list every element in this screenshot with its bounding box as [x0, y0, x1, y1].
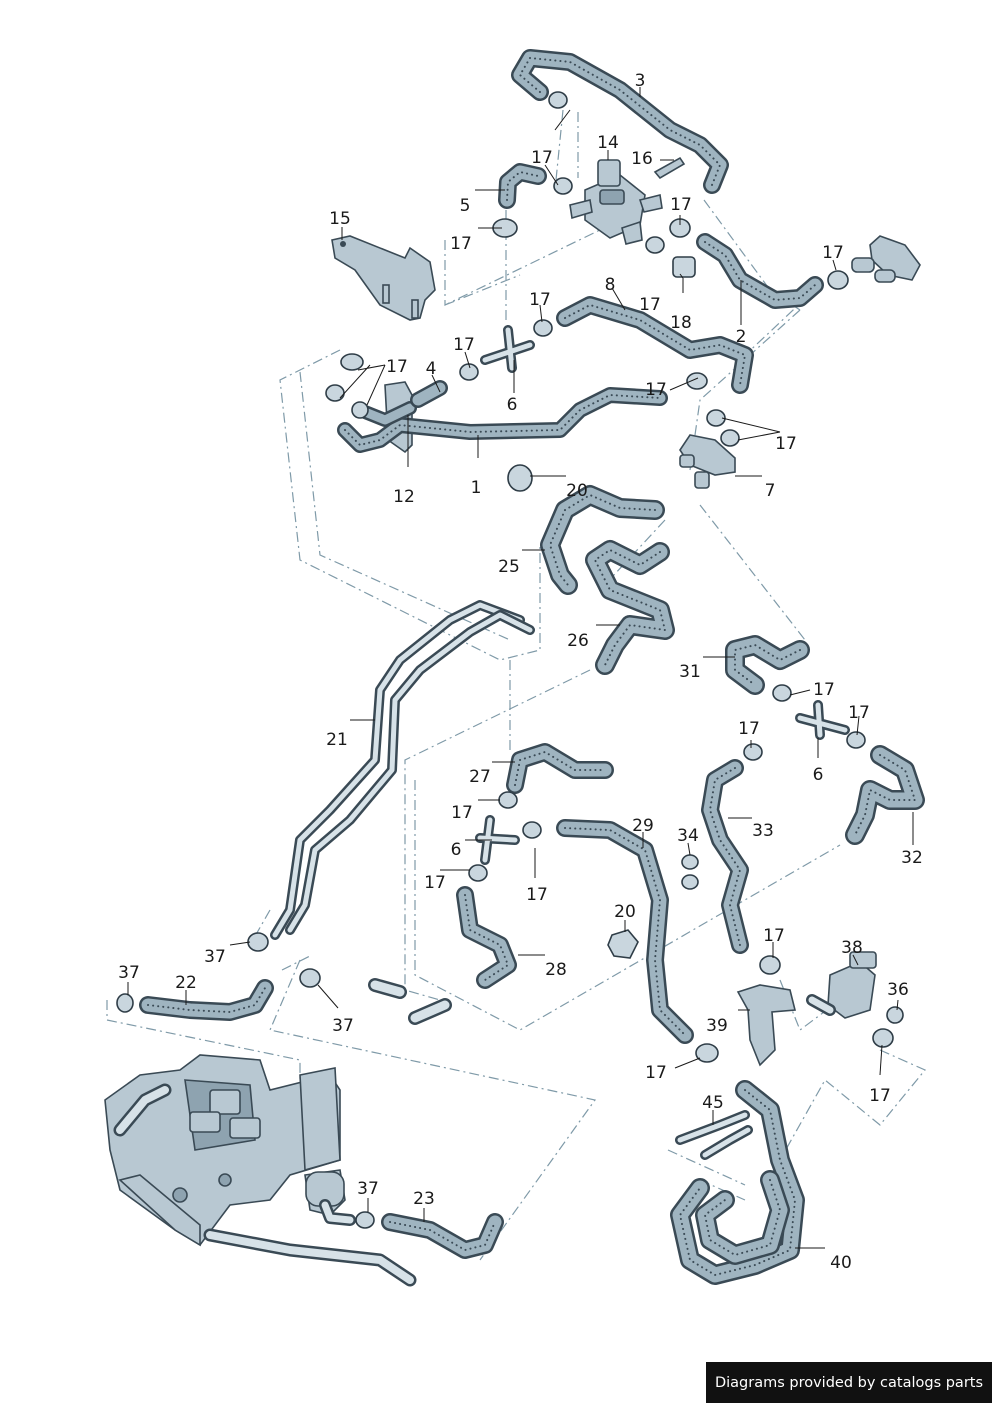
bracket-15 — [331, 235, 436, 321]
connector-45 — [675, 1110, 753, 1160]
callout-20: 20 — [614, 902, 636, 922]
callout-3: 3 — [635, 71, 646, 91]
hose-33 — [701, 759, 749, 954]
callout-21: 21 — [326, 730, 348, 750]
callout-1: 1 — [471, 478, 482, 498]
callout-17: 17 — [738, 719, 760, 739]
callout-39: 39 — [706, 1016, 728, 1036]
callout-23: 23 — [413, 1189, 435, 1209]
callout-6: 6 — [507, 395, 518, 415]
callout-40: 40 — [830, 1253, 852, 1273]
hose-23 — [381, 1213, 504, 1259]
pipe-21 — [270, 600, 535, 940]
callout-5: 5 — [460, 196, 471, 216]
hose-5 — [498, 163, 547, 209]
small-pump — [305, 1171, 356, 1226]
callout-17: 17 — [639, 295, 661, 315]
callout-17: 17 — [424, 873, 446, 893]
callout-45: 45 — [702, 1093, 724, 1113]
leader-lines — [127, 87, 914, 1249]
hose-4 — [410, 380, 448, 408]
hose-31 — [725, 635, 810, 695]
callout-17: 17 — [869, 1086, 891, 1106]
t-piece-6 — [475, 325, 850, 865]
hose-25 — [540, 485, 665, 595]
callout-36: 36 — [887, 980, 909, 1000]
callout-32: 32 — [901, 848, 923, 868]
callout-17: 17 — [386, 357, 408, 377]
callout-17: 17 — [451, 803, 473, 823]
callout-31: 31 — [679, 662, 701, 682]
footer-banner: Diagrams provided by catalogs parts — [706, 1362, 992, 1403]
callout-22: 22 — [175, 973, 197, 993]
hose-2 — [696, 233, 824, 309]
callout-38: 38 — [841, 938, 863, 958]
callout-29: 29 — [632, 816, 654, 836]
callout-6: 6 — [451, 840, 462, 860]
callout-17: 17 — [450, 234, 472, 254]
callout-labels: 3 14 16 17 5 17 17 15 17 8 17 18 2 17 17… — [118, 71, 923, 1273]
connector-7 — [679, 434, 736, 489]
hose-26 — [585, 540, 675, 675]
callout-17: 17 — [531, 148, 553, 168]
callout-17: 17 — [813, 680, 835, 700]
valve-38 — [806, 951, 877, 1019]
callout-37: 37 — [204, 947, 226, 967]
grommet — [851, 235, 921, 283]
callout-17: 17 — [529, 290, 551, 310]
callout-37: 37 — [118, 963, 140, 983]
hose-3 — [511, 49, 729, 194]
callout-17: 17 — [645, 1063, 667, 1083]
callout-16: 16 — [631, 149, 653, 169]
callout-28: 28 — [545, 960, 567, 980]
callout-17: 17 — [453, 335, 475, 355]
callout-17: 17 — [775, 434, 797, 454]
callout-6: 6 — [813, 765, 824, 785]
callout-2: 2 — [736, 327, 747, 347]
hose-32 — [845, 745, 925, 845]
callout-17: 17 — [670, 195, 692, 215]
callout-15: 15 — [329, 209, 351, 229]
callout-37: 37 — [357, 1179, 379, 1199]
callout-17: 17 — [526, 885, 548, 905]
hose-29 — [556, 819, 694, 1044]
callout-17: 17 — [763, 926, 785, 946]
pipe-stubs — [368, 978, 452, 1025]
hose-40 — [670, 1080, 805, 1285]
hose-clamps — [116, 91, 904, 1229]
callout-25: 25 — [498, 557, 520, 577]
heater-pump-assembly — [104, 1054, 417, 1287]
callout-17: 17 — [822, 243, 844, 263]
hose-28 — [456, 886, 517, 989]
callout-7: 7 — [765, 481, 776, 501]
hose-1 — [337, 387, 668, 453]
callout-8: 8 — [605, 275, 616, 295]
bracket-39 — [736, 984, 797, 1067]
callout-14: 14 — [597, 133, 619, 153]
callout-4: 4 — [426, 359, 437, 379]
callout-17: 17 — [645, 380, 667, 400]
callout-12: 12 — [393, 487, 415, 507]
callout-26: 26 — [567, 631, 589, 651]
callout-17: 17 — [848, 703, 870, 723]
hose-8 — [556, 296, 754, 394]
callout-34: 34 — [677, 826, 699, 846]
valve-block-14 — [569, 156, 686, 245]
footer-credit-text: Diagrams provided by catalogs parts — [714, 1374, 984, 1391]
callout-18: 18 — [670, 313, 692, 333]
hose-27 — [506, 743, 614, 794]
callout-20: 20 — [566, 481, 588, 501]
callout-27: 27 — [469, 767, 491, 787]
hose-22 — [139, 979, 274, 1021]
callout-33: 33 — [752, 821, 774, 841]
callout-37: 37 — [332, 1016, 354, 1036]
